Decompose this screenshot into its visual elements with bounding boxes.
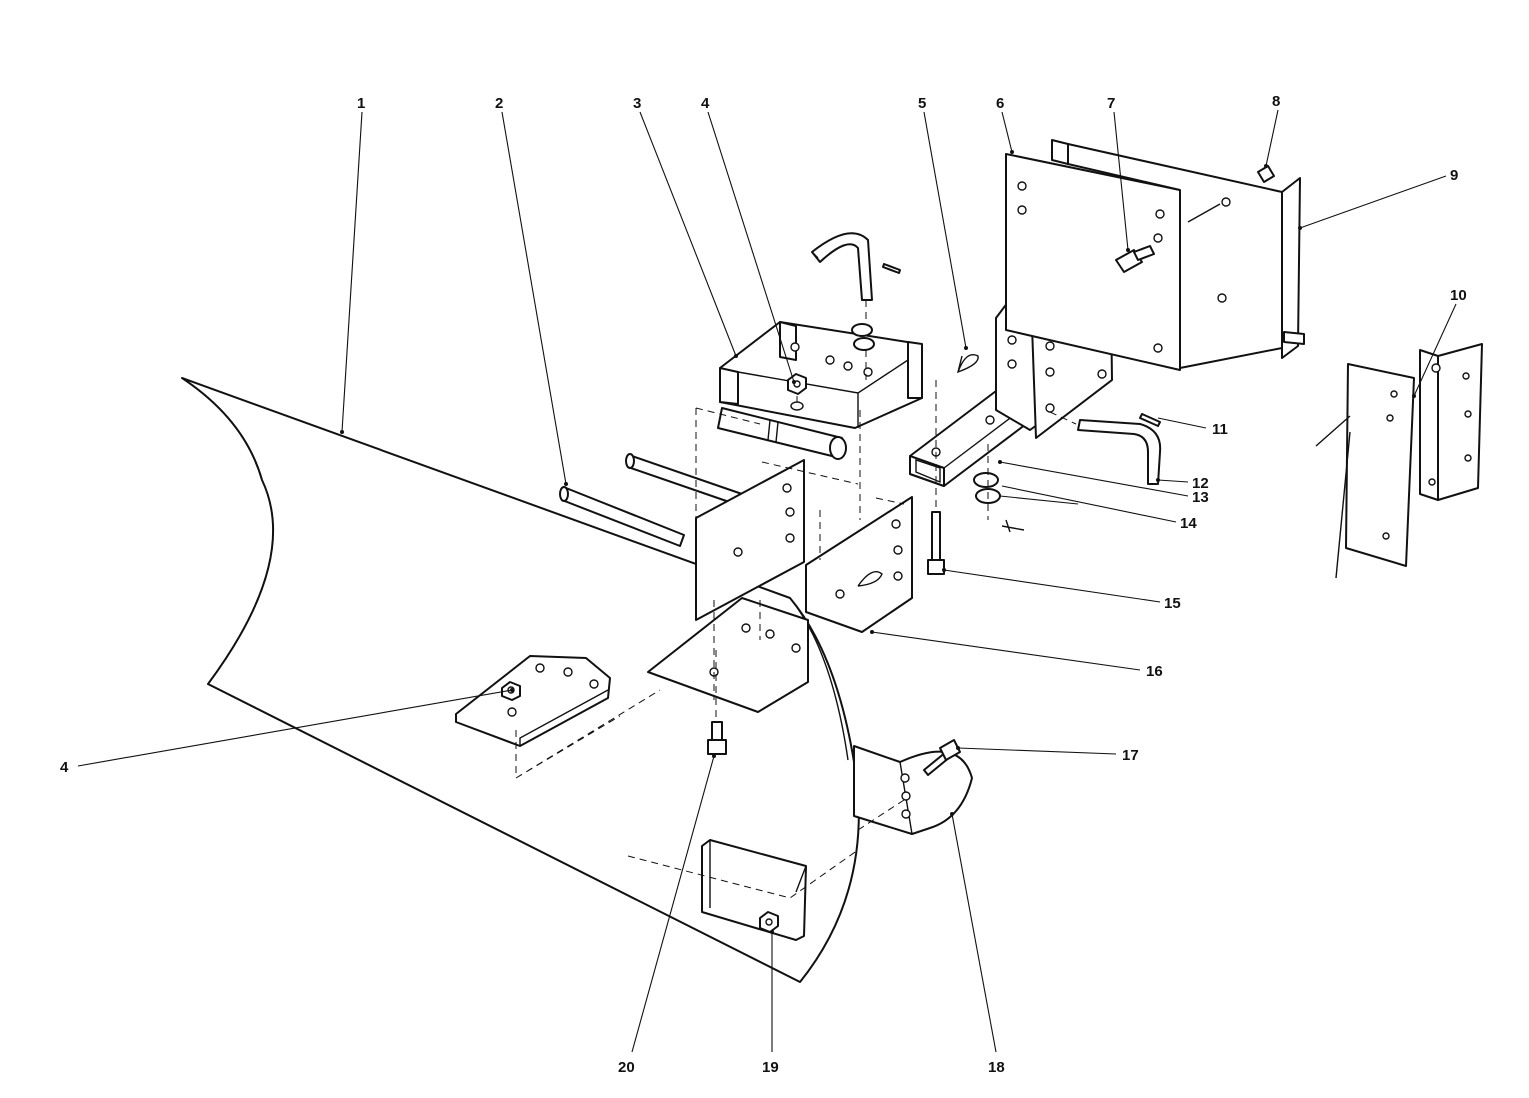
callout-19: 19 xyxy=(762,1059,779,1076)
mount-bracket-assembly xyxy=(647,407,913,713)
washers-bolt xyxy=(927,380,1025,575)
leader-lines xyxy=(77,109,1457,1053)
callout-7: 7 xyxy=(1107,95,1115,112)
callout-11: 11 xyxy=(1212,421,1228,438)
callout-5: 5 xyxy=(918,95,926,112)
skid-shoe xyxy=(853,745,973,835)
callout-13: 13 xyxy=(1192,489,1209,506)
mount-bolt xyxy=(1115,245,1155,273)
callout-17: 17 xyxy=(1122,747,1139,764)
callout-20: 20 xyxy=(618,1059,635,1076)
hair-pin-clip xyxy=(957,354,979,374)
shoe-bolt xyxy=(923,739,961,776)
pivot-channel-bracket xyxy=(717,321,923,460)
clamp-plate xyxy=(455,655,661,779)
callout-4-top: 4 xyxy=(701,95,710,112)
callout-16: 16 xyxy=(1146,663,1163,680)
callout-15: 15 xyxy=(1164,595,1181,612)
callout-4-bottom: 4 xyxy=(60,759,69,776)
callout-14: 14 xyxy=(1180,515,1197,532)
callout-10: 10 xyxy=(1450,287,1467,304)
callout-labels: 1 2 3 4 5 6 7 8 9 10 11 12 13 14 15 16 4… xyxy=(60,93,1467,1076)
vertical-mount-plate xyxy=(1005,153,1181,371)
blade-brace-block xyxy=(627,839,859,941)
callout-18: 18 xyxy=(988,1059,1005,1076)
callout-12: 12 xyxy=(1192,475,1209,492)
side-angle-bracket xyxy=(1419,343,1483,501)
callout-2: 2 xyxy=(495,95,503,112)
callout-9: 9 xyxy=(1450,167,1458,184)
callout-6: 6 xyxy=(996,95,1004,112)
side-panel xyxy=(1315,363,1415,579)
callout-3: 3 xyxy=(633,95,641,112)
lock-pin xyxy=(1049,411,1162,485)
rear-channel-plate xyxy=(1051,139,1305,369)
callout-8: 8 xyxy=(1272,93,1280,110)
carriage-bolt xyxy=(707,650,727,755)
pivot-pin xyxy=(559,453,743,547)
handle-pin xyxy=(811,232,901,380)
callout-1: 1 xyxy=(357,95,365,112)
